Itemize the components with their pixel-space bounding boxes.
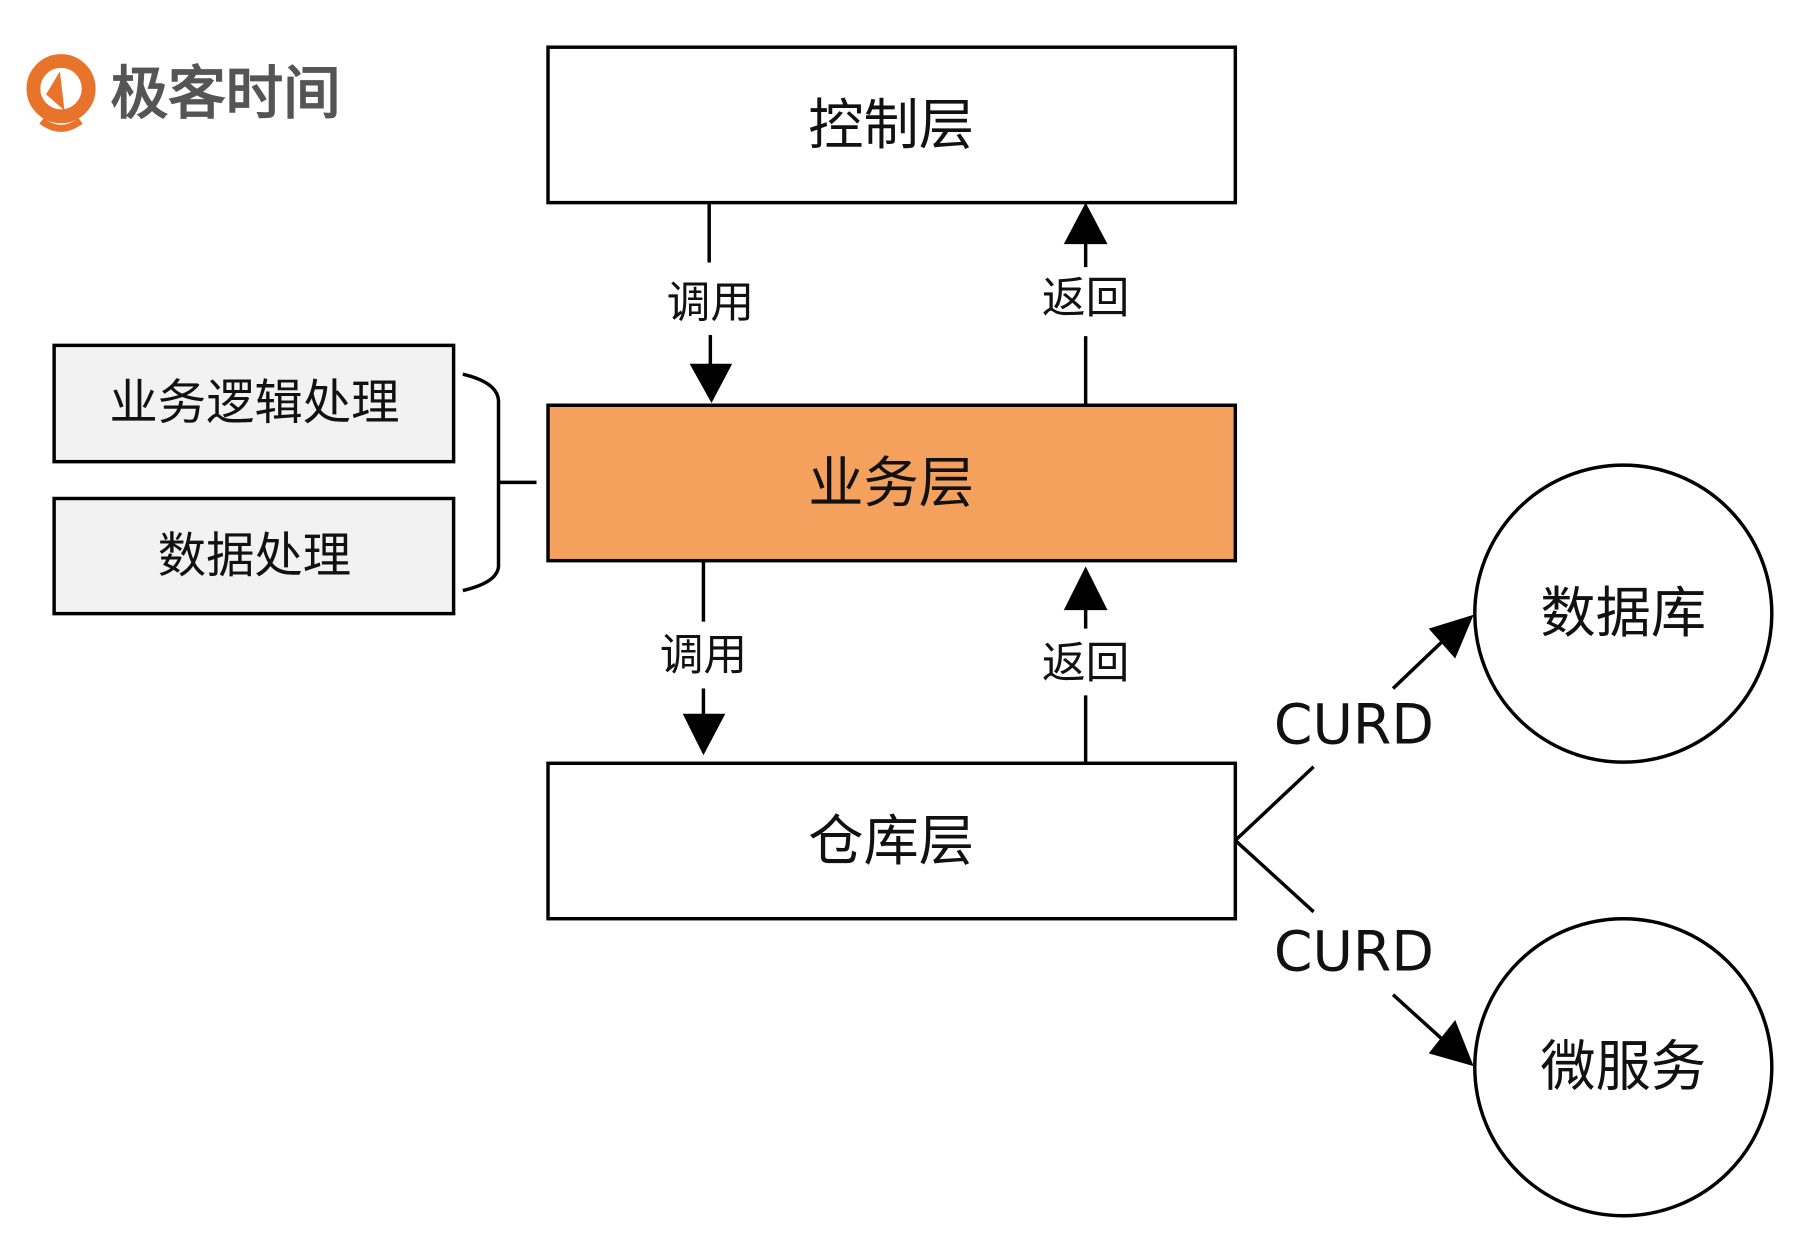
edge-label-return-2: 返回 [1042,638,1129,689]
control-layer-box: 控制层 [546,45,1238,205]
edge-label-return-1: 返回 [1042,273,1129,324]
business-layer-label: 业务层 [808,452,974,516]
grouping-bracket [462,372,537,593]
side-box-data-processing-label: 数据处理 [158,528,351,584]
edge-repository-to-database: CURD [1234,614,1474,842]
arrow-down-icon [682,713,726,756]
edge-label-call-2: 调用 [660,630,747,681]
repository-layer-box: 仓库层 [546,761,1238,921]
business-layer-box: 业务层 [546,403,1238,563]
arrow-diagonal-down-icon [1428,1020,1474,1067]
logo: 极客时间 [26,54,341,132]
edge-control-to-business: 调用 [667,202,754,403]
geektime-logo-icon [26,54,96,132]
arrow-up-icon [1063,566,1108,611]
edge-repository-to-business: 返回 [1042,566,1129,764]
edge-label-curd-1: CURD [1274,694,1434,758]
logo-text: 极客时间 [111,60,341,127]
arrow-diagonal-up-icon [1428,614,1474,659]
edge-repository-to-microservice: CURD [1234,839,1474,1067]
side-box-business-logic-label: 业务逻辑处理 [109,375,399,431]
repository-layer-label: 仓库层 [808,810,974,874]
edge-label-curd-2: CURD [1274,921,1434,985]
edge-business-to-repository: 调用 [660,560,747,756]
microservice-label: 微服务 [1540,1036,1706,1100]
microservice-node: 微服务 [1473,916,1774,1218]
database-label: 数据库 [1540,582,1706,646]
side-box-data-processing: 数据处理 [52,496,456,616]
database-node: 数据库 [1473,463,1774,764]
side-box-business-logic: 业务逻辑处理 [52,343,456,464]
control-layer-label: 控制层 [808,94,974,158]
arrow-up-icon [1063,202,1108,245]
edge-label-call-1: 调用 [667,278,754,329]
edge-business-to-control: 返回 [1042,202,1129,406]
arrow-down-icon [689,363,733,403]
